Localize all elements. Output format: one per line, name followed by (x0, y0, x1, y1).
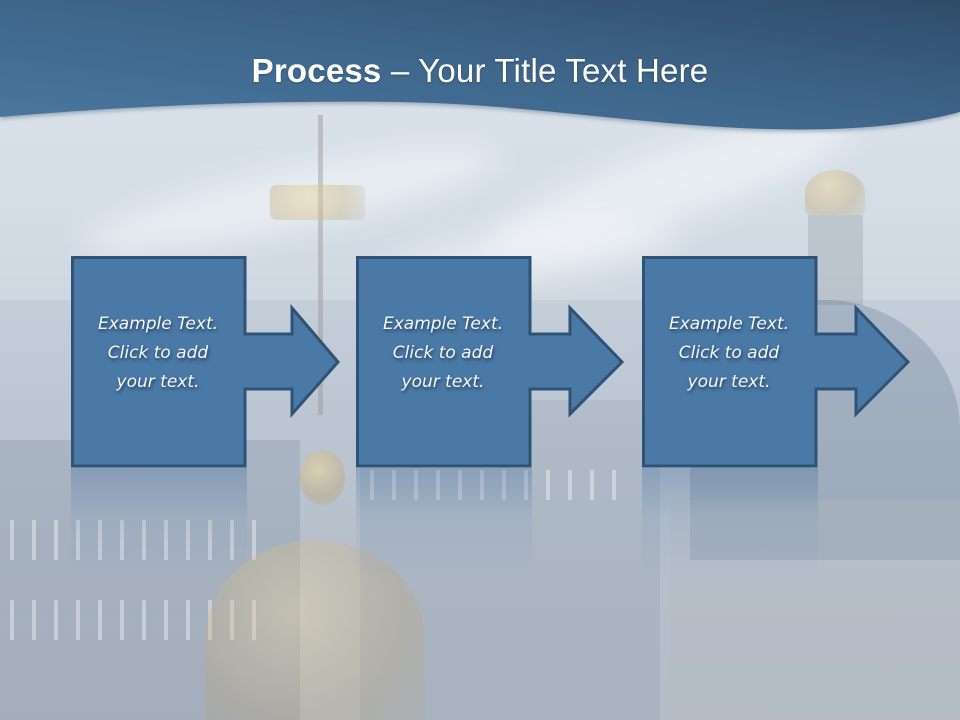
spire-ornament (270, 185, 365, 220)
arrow-box-shape (356, 256, 625, 468)
title-bold-part: Process (251, 52, 382, 89)
step-text-line-3: your text. (116, 372, 200, 392)
step-text[interactable]: Example Text. Click to add your text. (71, 310, 245, 397)
dome-finial (300, 450, 345, 505)
step-text-line-1: Example Text. (97, 314, 219, 334)
building-windows (10, 600, 270, 640)
step-text-line-2: Click to add (107, 343, 209, 363)
building-windows (370, 470, 630, 500)
step-reflection (71, 468, 247, 578)
step-text-line-1: Example Text. (668, 314, 790, 334)
process-step-1[interactable]: Example Text. Click to add your text. (71, 256, 341, 578)
left-building (0, 440, 300, 720)
step-text[interactable]: Example Text. Click to add your text. (642, 310, 816, 397)
tower-cupola (805, 170, 865, 215)
step-reflection (642, 468, 818, 578)
building-windows (10, 520, 270, 560)
title-normal-part: – Your Title Text Here (381, 52, 709, 89)
step-text[interactable]: Example Text. Click to add your text. (356, 310, 530, 397)
step-text-line-2: Click to add (678, 343, 780, 363)
header-band (0, 0, 960, 130)
arrow-box-shape (71, 256, 340, 468)
step-text-line-1: Example Text. (382, 314, 504, 334)
arrow-box-shape (642, 256, 911, 468)
slide-title[interactable]: Process – Your Title Text Here (0, 52, 960, 90)
step-text-line-3: your text. (687, 372, 771, 392)
step-text-line-2: Click to add (392, 343, 494, 363)
golden-dome (205, 540, 425, 720)
rotunda-building (670, 500, 960, 720)
process-step-3[interactable]: Example Text. Click to add your text. (642, 256, 912, 578)
step-text-line-3: your text. (401, 372, 485, 392)
step-reflection (356, 468, 532, 578)
ornate-spire (318, 115, 323, 415)
process-step-2[interactable]: Example Text. Click to add your text. (356, 256, 626, 578)
